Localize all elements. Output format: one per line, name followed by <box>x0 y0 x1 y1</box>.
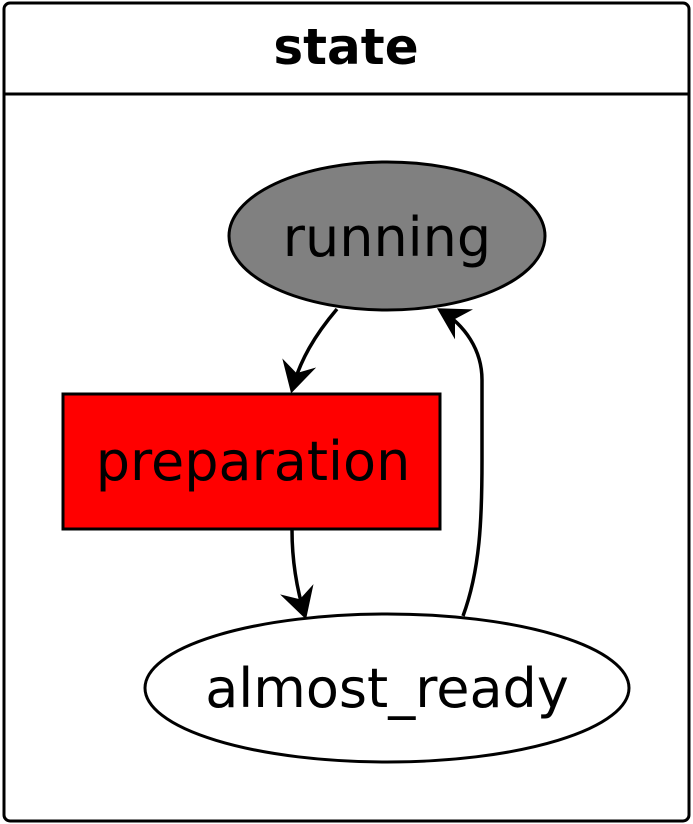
node-preparation-shape <box>61 392 442 531</box>
node-almost-ready-label: almost_ready <box>205 657 569 720</box>
node-running-label: running <box>283 206 491 269</box>
container-title: state <box>273 18 418 76</box>
node-preparation-label: preparation <box>96 430 411 493</box>
edges <box>280 307 484 620</box>
node-running-shape <box>227 160 547 312</box>
node-almost-ready-shape <box>143 612 631 764</box>
edge-preparation-to-almost-ready <box>280 529 314 620</box>
node-running[interactable]: running <box>227 160 547 312</box>
node-almost-ready[interactable]: almost_ready <box>143 612 631 764</box>
node-preparation[interactable]: preparation <box>61 392 442 531</box>
edge-almost-ready-to-running <box>436 308 484 617</box>
edge-running-to-preparation <box>282 307 339 394</box>
